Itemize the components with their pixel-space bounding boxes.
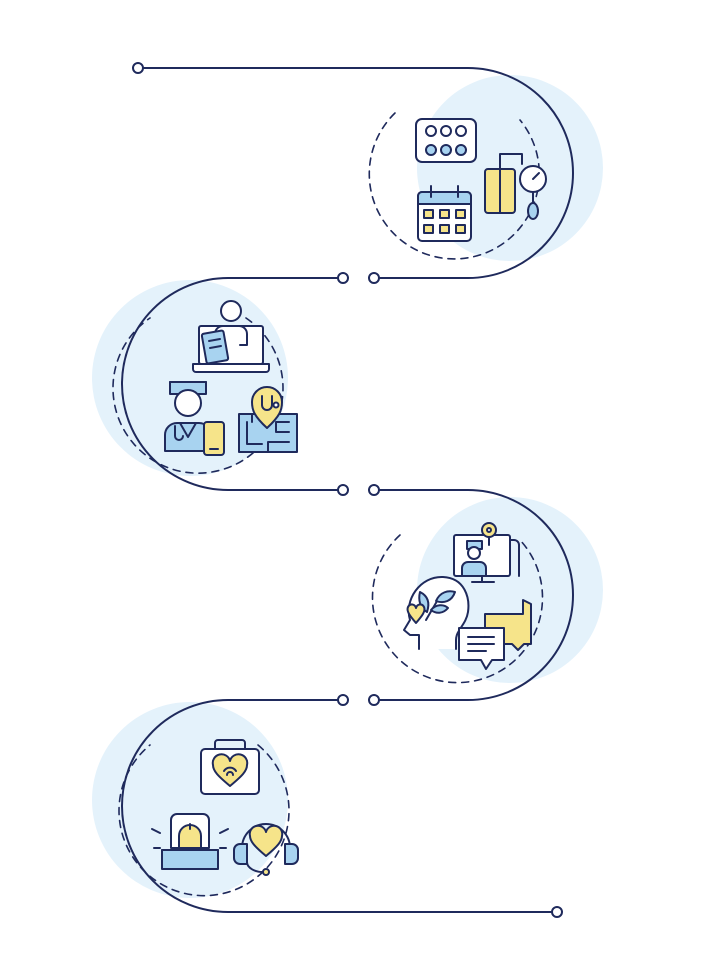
mental-wellbeing-head-icon: [403, 575, 470, 650]
connector-segment-2: [121, 277, 340, 491]
telemedicine-laptop-icon: [192, 300, 270, 373]
step-2-dashed-ring: [112, 317, 284, 474]
timeline-connector: [121, 62, 574, 918]
emergency-siren-icon: [151, 813, 229, 870]
step-3-icons: [403, 522, 532, 670]
step-1-icons: [415, 118, 547, 242]
connector-segment-4: [121, 699, 554, 913]
chat-bubbles-icon: [458, 599, 532, 670]
break-dot-2a: [337, 484, 349, 496]
support-headset-icon: [233, 823, 299, 876]
blood-pressure-monitor-icon: [484, 153, 547, 220]
video-consultation-icon: [453, 522, 520, 583]
smartphone-icon: [203, 421, 225, 456]
doctor-icon: [164, 381, 212, 452]
step-4-icons: [151, 739, 299, 876]
connector-segment-3: [377, 489, 574, 701]
step-4-dashed-ring: [118, 744, 290, 897]
break-dot-1b: [368, 272, 380, 284]
calendar-icon: [417, 185, 472, 242]
pill-blister-icon: [415, 118, 477, 163]
step-3-dashed-ring: [371, 534, 544, 684]
first-aid-kit-icon: [200, 739, 260, 795]
break-dot-3b: [368, 694, 380, 706]
step-2-icons: [164, 300, 298, 456]
end-dot: [551, 906, 563, 918]
break-dot-3a: [337, 694, 349, 706]
start-dot: [132, 62, 144, 74]
dashed-rings: [112, 112, 544, 897]
break-dot-2b: [368, 484, 380, 496]
connector-segment-1: [142, 67, 574, 279]
clinic-location-map-icon: [238, 386, 298, 453]
break-dot-1a: [337, 272, 349, 284]
